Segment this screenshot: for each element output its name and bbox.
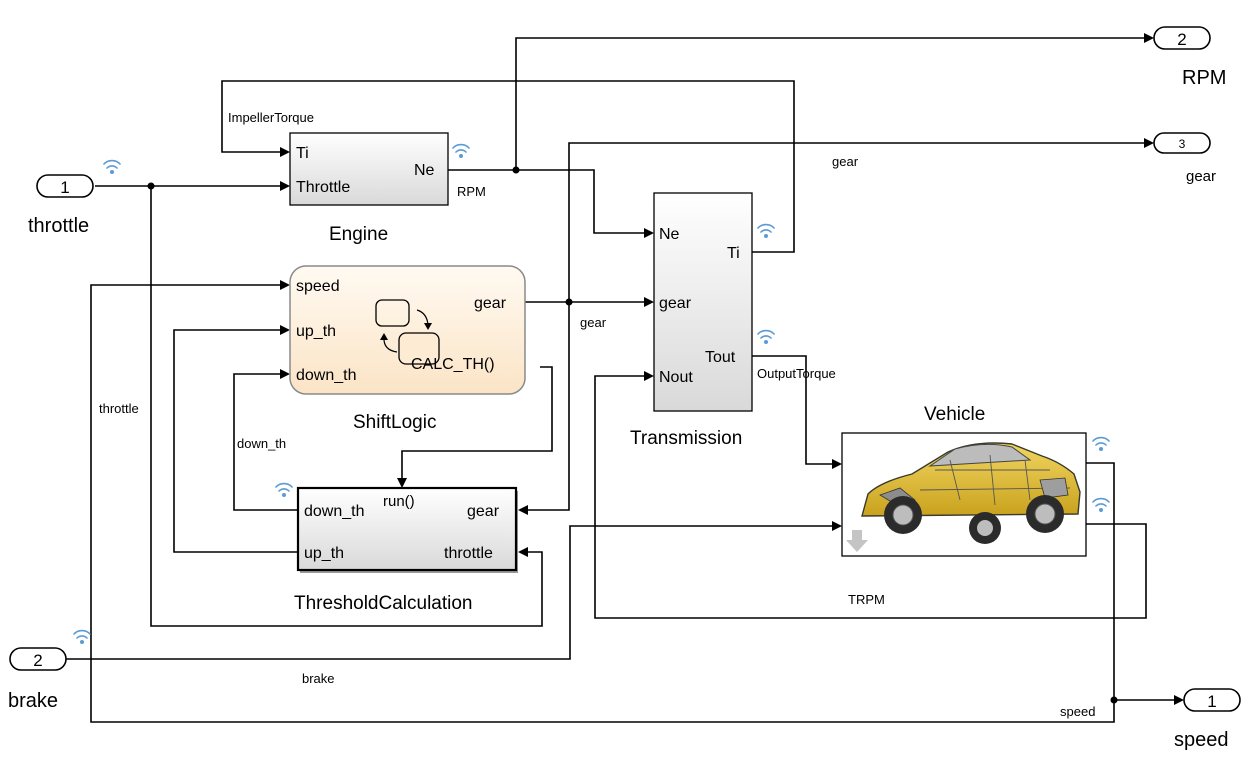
engine-port-ti: Ti (296, 145, 309, 162)
signal-label-speed: speed (1060, 704, 1095, 719)
transmission-port-tout: Tout (705, 349, 736, 366)
inport-name: throttle (28, 215, 89, 237)
shiftlogic-port-speed: speed (296, 278, 340, 295)
inport-brake[interactable]: 2 brake (8, 647, 67, 712)
junctions (147, 166, 1118, 704)
wire-speed-feedback[interactable] (90, 284, 1115, 723)
signal-label-brake: brake (302, 671, 335, 686)
signal-logging-icon (103, 159, 121, 175)
outport-number: 1 (1207, 692, 1216, 711)
outport-pill[interactable] (1183, 688, 1241, 712)
down-arrow-icon (846, 530, 868, 552)
wire-throttle-threshold[interactable] (150, 186, 543, 627)
wire-rpm[interactable] (448, 169, 644, 234)
signal-logging-icon (73, 629, 91, 645)
signal-logging-icon (275, 482, 293, 498)
outport-rpm[interactable]: 2 RPM (1153, 26, 1226, 89)
signal-logging-icon (1092, 497, 1110, 513)
transmission-port-nout: Nout (659, 369, 693, 386)
outport-name: RPM (1182, 67, 1226, 89)
outport-name: speed (1174, 729, 1229, 751)
wire-rpm-out[interactable] (515, 37, 1144, 170)
engine-port-ne: Ne (414, 162, 435, 179)
transmission-body[interactable] (653, 192, 753, 412)
shiftlogic-port-calc-th: CALC_TH() (411, 356, 495, 373)
threshold-body[interactable] (296, 486, 518, 572)
arrowheads (280, 33, 1184, 705)
wire-speed[interactable] (1086, 462, 1174, 701)
engine-body[interactable] (289, 132, 449, 206)
inport-pill[interactable] (9, 647, 67, 671)
block-vehicle[interactable]: Vehicle (841, 404, 1087, 557)
block-threshold-calculation[interactable]: down_th run() gear up_th throttle Thresh… (294, 486, 518, 614)
car-cutaway-image (861, 442, 1081, 544)
wire-brake[interactable] (66, 525, 832, 660)
threshold-port-up-th: up_th (304, 545, 344, 562)
inport-name: brake (8, 690, 58, 712)
outport-number: 3 (1179, 137, 1186, 151)
outport-gear[interactable]: 3 gear (1153, 132, 1216, 185)
inport-number: 1 (60, 178, 69, 197)
block-shiftlogic[interactable]: speed up_th down_th gear CALC_TH() Shift… (289, 265, 526, 433)
shiftlogic-port-down-th: down_th (296, 367, 357, 384)
signal-label-throttle: throttle (99, 401, 139, 416)
threshold-port-throttle: throttle (444, 545, 493, 562)
block-transmission[interactable]: Ne gear Nout Ti Tout Transmission (630, 192, 753, 449)
signal-logging-icons (73, 143, 1110, 645)
transmission-name: Transmission (630, 428, 742, 449)
engine-name: Engine (329, 224, 388, 245)
signal-logging-icon (757, 329, 775, 345)
wire-up-th[interactable] (173, 329, 298, 553)
outport-number: 2 (1177, 30, 1186, 49)
wire-output-torque[interactable] (752, 355, 832, 465)
threshold-port-gear: gear (467, 503, 500, 520)
shiftlogic-port-up-th: up_th (296, 323, 336, 340)
signal-label-gear: gear (580, 315, 607, 330)
outport-speed[interactable]: 1 speed (1174, 688, 1241, 751)
threshold-port-run: run() (383, 493, 415, 510)
inport-pill[interactable] (36, 174, 94, 198)
shiftlogic-port-gear: gear (474, 295, 507, 312)
threshold-name: ThresholdCalculation (294, 593, 473, 614)
threshold-port-down-th: down_th (304, 503, 365, 520)
outport-pill[interactable] (1153, 26, 1211, 50)
signal-label-output-torque: OutputTorque (757, 366, 836, 381)
inport-throttle[interactable]: 1 throttle (28, 174, 94, 237)
signal-label-gear-top: gear (832, 154, 859, 169)
transmission-port-gear: gear (659, 295, 692, 312)
signal-logging-icon (1092, 436, 1110, 452)
engine-port-throttle: Throttle (296, 179, 350, 196)
outport-pill[interactable] (1153, 132, 1211, 154)
wire-gear-threshold[interactable] (528, 302, 570, 511)
transmission-port-ne: Ne (659, 226, 680, 243)
signal-label-trpm: TRPM (848, 592, 885, 607)
signal-logging-icon (452, 143, 470, 159)
wires (66, 37, 1174, 723)
inport-number: 2 (33, 651, 42, 670)
wire-trpm[interactable] (594, 375, 1147, 619)
block-engine[interactable]: Ti Throttle Ne Engine (289, 132, 449, 245)
wire-down-th[interactable] (233, 373, 298, 511)
shiftlogic-name: ShiftLogic (353, 412, 436, 433)
transmission-port-ti: Ti (727, 245, 740, 262)
vehicle-name: Vehicle (924, 404, 985, 425)
stateflow-chart-icon (375, 299, 440, 365)
signal-logging-icon (757, 223, 775, 239)
signal-label-rpm: RPM (457, 184, 486, 199)
shiftlogic-body[interactable] (289, 265, 526, 395)
signal-label-down-th: down_th (237, 436, 286, 451)
wire-impeller-torque[interactable] (221, 80, 795, 253)
signal-labels: ImpellerTorque RPM gear gear OutputTorqu… (99, 110, 1095, 719)
wire-calc-th[interactable] (401, 366, 553, 478)
outport-name: gear (1186, 168, 1216, 185)
wire-gear-out[interactable] (568, 142, 1144, 302)
signal-label-impeller-torque: ImpellerTorque (228, 110, 314, 125)
